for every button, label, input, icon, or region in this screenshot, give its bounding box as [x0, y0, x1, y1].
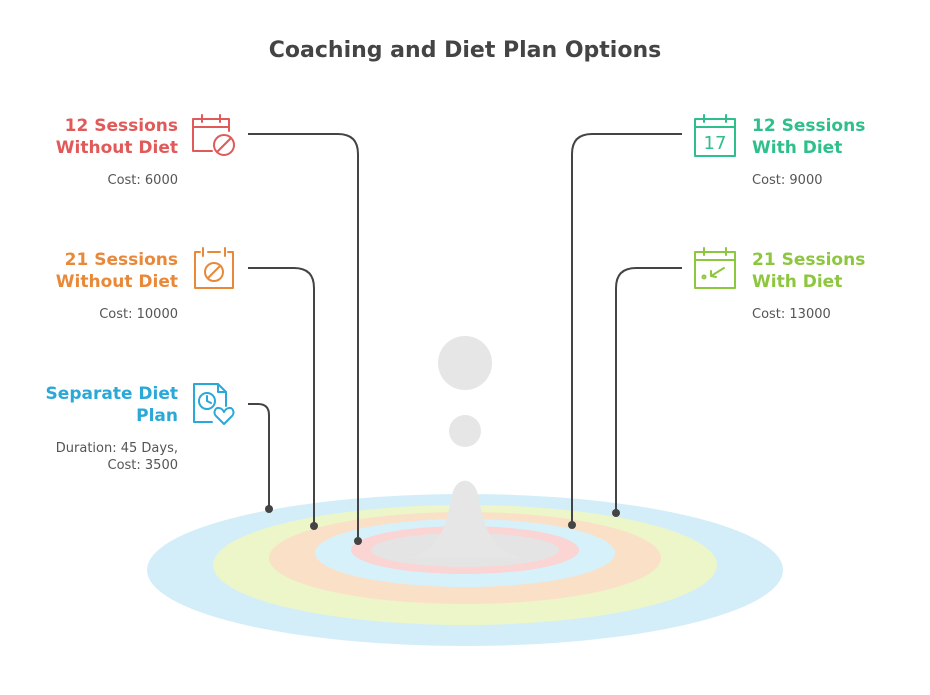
connector-dot-21-with: [612, 509, 620, 517]
connector-dot-21-without: [310, 522, 318, 530]
option-desc-21-without: Cost: 10000: [99, 307, 178, 322]
connector-21-without: [248, 267, 315, 526]
option-desc-12-with: Cost: 9000: [752, 173, 823, 188]
connector-12-with: [571, 133, 682, 525]
option-desc-separate-diet: Duration: 45 Days, Cost: 3500: [55, 441, 178, 473]
connector-21-with: [615, 267, 682, 513]
calendar-date-label: 17: [704, 133, 727, 154]
droplet-large: [438, 336, 492, 390]
option-title-separate-diet: Separate Diet Plan: [45, 384, 178, 426]
droplet-small: [449, 415, 481, 447]
clock-heart-document-icon: [193, 383, 235, 425]
calendar-cancel-icon: [192, 114, 235, 156]
connector-dot-12-without: [354, 537, 362, 545]
calendar-17-icon: 17: [694, 114, 736, 157]
page-title: Coaching and Diet Plan Options: [268, 38, 662, 63]
calendar-arrow-icon: [694, 247, 736, 289]
option-title-12-without: 12 Sessions Without Diet: [55, 116, 178, 158]
option-title-21-without: 21 Sessions Without Diet: [55, 250, 178, 292]
option-title-12-with: 12 Sessions With Diet: [752, 116, 866, 158]
option-desc-21-with: Cost: 13000: [752, 307, 831, 322]
calendar-block-icon: [194, 247, 234, 289]
splash-peak: [408, 480, 522, 558]
connector-separate-diet: [248, 403, 270, 509]
connector-dot-separate-diet: [265, 505, 273, 513]
connector-dot-12-with: [568, 521, 576, 529]
option-desc-12-without: Cost: 6000: [107, 173, 179, 188]
option-title-21-with: 21 Sessions With Diet: [752, 250, 866, 292]
connector-12-without: [248, 133, 359, 541]
